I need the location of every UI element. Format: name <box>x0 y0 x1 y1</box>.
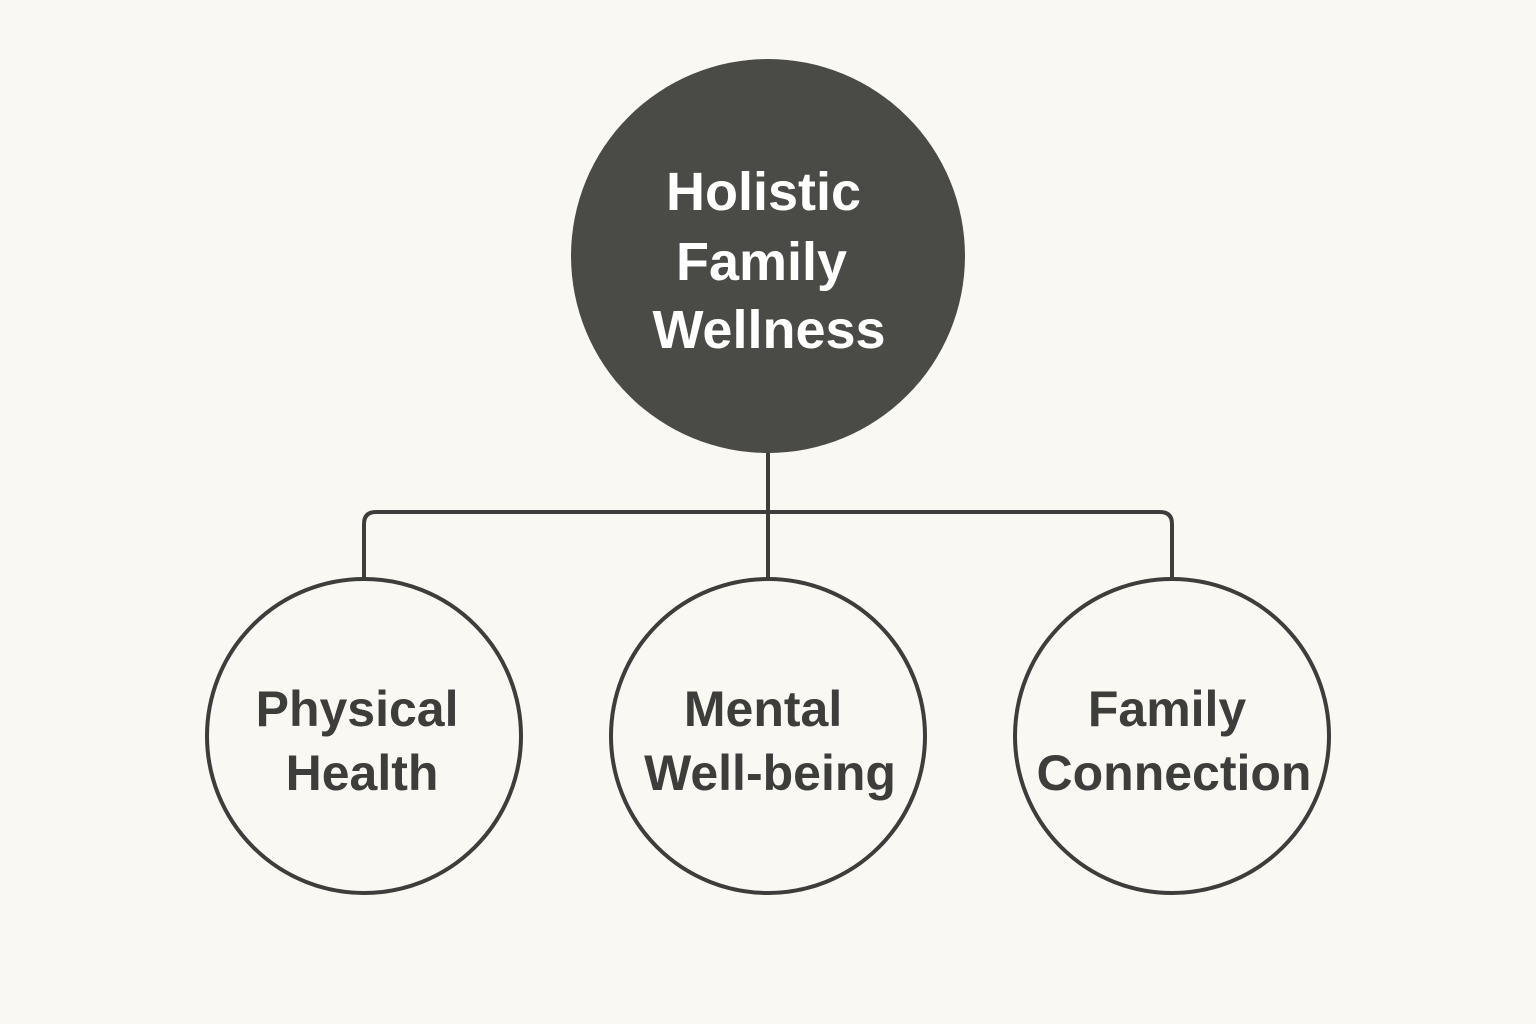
child-node-family-connection: Family Connection <box>1013 577 1331 895</box>
child-label-line: Family <box>1088 681 1247 737</box>
child-label-line: Connection <box>1037 745 1312 801</box>
connectors <box>362 450 1174 580</box>
connector-branch-bar <box>362 510 1174 580</box>
child-node-mental-well-being: Mental Well-being <box>609 577 927 895</box>
child-label-line: Physical <box>256 681 459 737</box>
child-label: Family Connection <box>1037 681 1312 801</box>
root-label-line: Wellness <box>652 300 885 360</box>
child-label-line: Well-being <box>644 745 896 801</box>
root-circle <box>571 59 965 453</box>
child-node-physical-health: Physical Health <box>205 577 523 895</box>
root-label: Holistic Family Wellness <box>652 162 885 360</box>
child-label-line: Mental <box>684 681 842 737</box>
child-circle <box>205 577 523 895</box>
child-label-line: Health <box>286 745 439 801</box>
root-node: Holistic Family Wellness <box>571 59 965 453</box>
child-circle <box>1013 577 1331 895</box>
child-label: Physical Health <box>256 681 473 801</box>
child-circle <box>609 577 927 895</box>
root-label-line: Holistic <box>666 162 861 222</box>
child-label: Mental Well-being <box>644 681 896 801</box>
root-label-line: Family <box>676 232 847 292</box>
